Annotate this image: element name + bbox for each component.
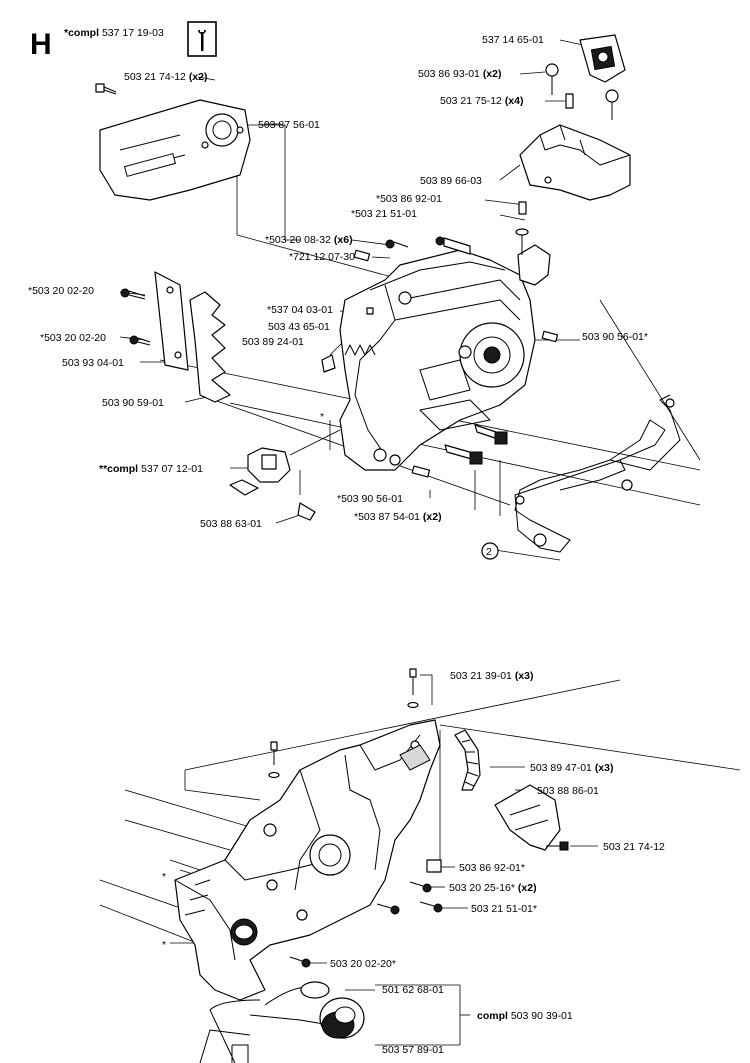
clutch-cover: [99, 99, 251, 201]
crankcase-upper: [339, 249, 536, 471]
fuel-cap: [199, 981, 365, 1063]
crankcase-lower: [174, 719, 441, 1001]
part-label: 503 88 63-01: [200, 518, 262, 530]
part-label: 503 87 56-01: [258, 119, 320, 131]
bumper-spike: [454, 729, 481, 791]
bolt: [444, 424, 508, 465]
part-label: 503 21 39-01 (x3): [450, 670, 534, 682]
filter-housing: [519, 124, 631, 201]
dowel-pin: [353, 249, 559, 478]
screw-icon: [268, 668, 419, 779]
part-label: *503 20 02-20: [40, 332, 106, 344]
part-label: 503 89 66-03: [420, 175, 482, 187]
guard-plate: [494, 784, 561, 851]
part-label: *503 20 08-32 (x6): [265, 234, 353, 246]
leader-lines-lower: [99, 674, 741, 1046]
screw-icon: [95, 83, 117, 95]
part-label: 503 90 56-01*: [582, 331, 648, 343]
part-label: 503 93 04-01: [62, 357, 124, 369]
screw-icon: [385, 236, 471, 255]
part-label: 503 57 89-01: [382, 1044, 444, 1056]
part-label: 503 20 02-20*: [330, 958, 396, 970]
part-label: 501 62 68-01: [382, 984, 444, 996]
part-label: 503 88 86-01: [537, 785, 599, 797]
asterisk-marker: *: [320, 411, 324, 423]
screw-icon: [120, 288, 151, 346]
part-label: compl 503 90 39-01: [477, 1010, 573, 1022]
part-label: 503 21 51-01*: [471, 903, 537, 915]
grommet: [579, 34, 626, 83]
part-label: 503 21 75-12 (x4): [440, 95, 524, 107]
part-label: *537 04 03-01: [267, 304, 333, 316]
section-letter: H: [30, 28, 52, 61]
part-label: *503 87 54-01 (x2): [354, 511, 442, 523]
part-label: 503 90 59-01: [102, 397, 164, 409]
chain-tensioner: [229, 447, 316, 521]
part-label: **compl 537 07 12-01: [99, 463, 203, 475]
screw-icon: [289, 841, 569, 968]
callout-marker: 2: [481, 542, 499, 560]
spring: [321, 307, 376, 373]
part-label: 503 89 47-01 (x3): [530, 762, 614, 774]
chain-catcher-spike: [189, 291, 231, 403]
svg-text:2: 2: [486, 546, 492, 558]
bar-plate: [154, 271, 189, 371]
wing-nut: [545, 63, 619, 120]
part-label: *503 20 02-20: [28, 285, 94, 297]
wrench-icon: [187, 21, 217, 57]
part-label: 503 21 74-12 (x2): [124, 71, 208, 83]
part-label: 503 89 24-01: [242, 336, 304, 348]
asterisk-marker: *: [162, 939, 166, 951]
part-label: *503 21 51-01: [351, 208, 417, 220]
header-part-label: *compl 537 17 19-03: [64, 27, 164, 39]
part-label: 503 43 65-01: [268, 321, 330, 333]
part-label: 503 21 74-12: [603, 841, 665, 853]
gasket: [514, 394, 681, 553]
part-label: 503 86 93-01 (x2): [418, 68, 502, 80]
small-bracket: [515, 201, 551, 286]
part-labels: 537 14 65-01 503 86 93-01 (x2) 503 21 75…: [28, 34, 665, 1056]
part-label: *503 86 92-01: [376, 193, 442, 205]
part-label: *503 90 56-01: [337, 493, 403, 505]
part-label: 503 86 92-01*: [459, 862, 525, 874]
part-label: 537 14 65-01: [482, 34, 544, 46]
asterisk-marker: *: [162, 871, 166, 883]
part-label: *721 12 07-30: [289, 251, 355, 263]
part-label: 503 20 25-16* (x2): [449, 882, 537, 894]
